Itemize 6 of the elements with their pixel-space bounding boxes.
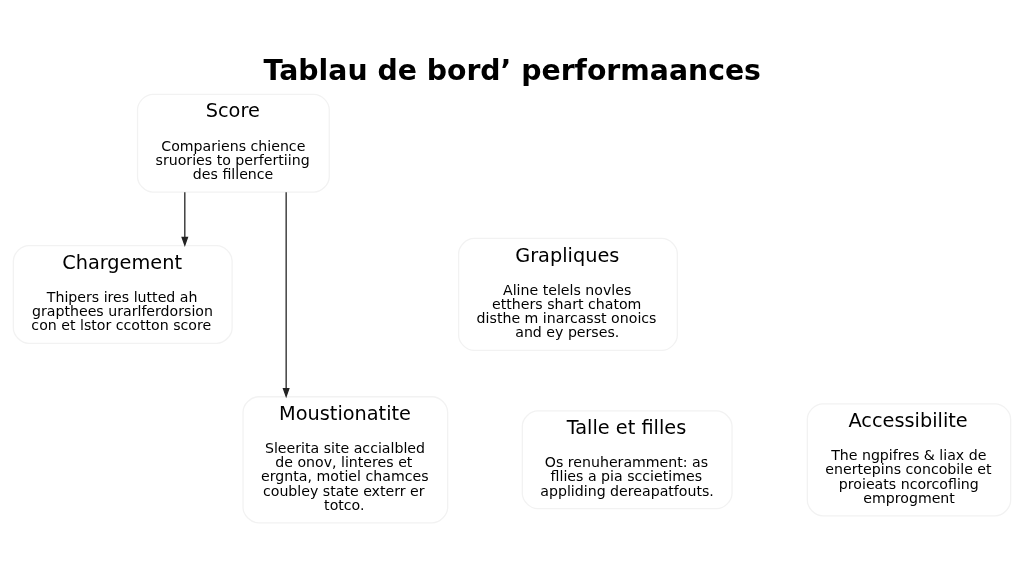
arrow	[181, 191, 189, 248]
node-box: Score Compariens chience sruories to perfertiing des fillence	[136, 93, 330, 193]
diagram-title: Tablau de bord’ performaances	[263, 53, 761, 87]
node-box: Chargement Thipers ires lutted ah grapthees urarlferdorsion con et lstor ccotton score	[12, 244, 233, 344]
arrow	[282, 191, 290, 399]
node-box: Moustionatite Sleerita site accialbled de onov, linteres et ergnta, motiel chamces coubley state exterr er totco.	[242, 396, 449, 524]
